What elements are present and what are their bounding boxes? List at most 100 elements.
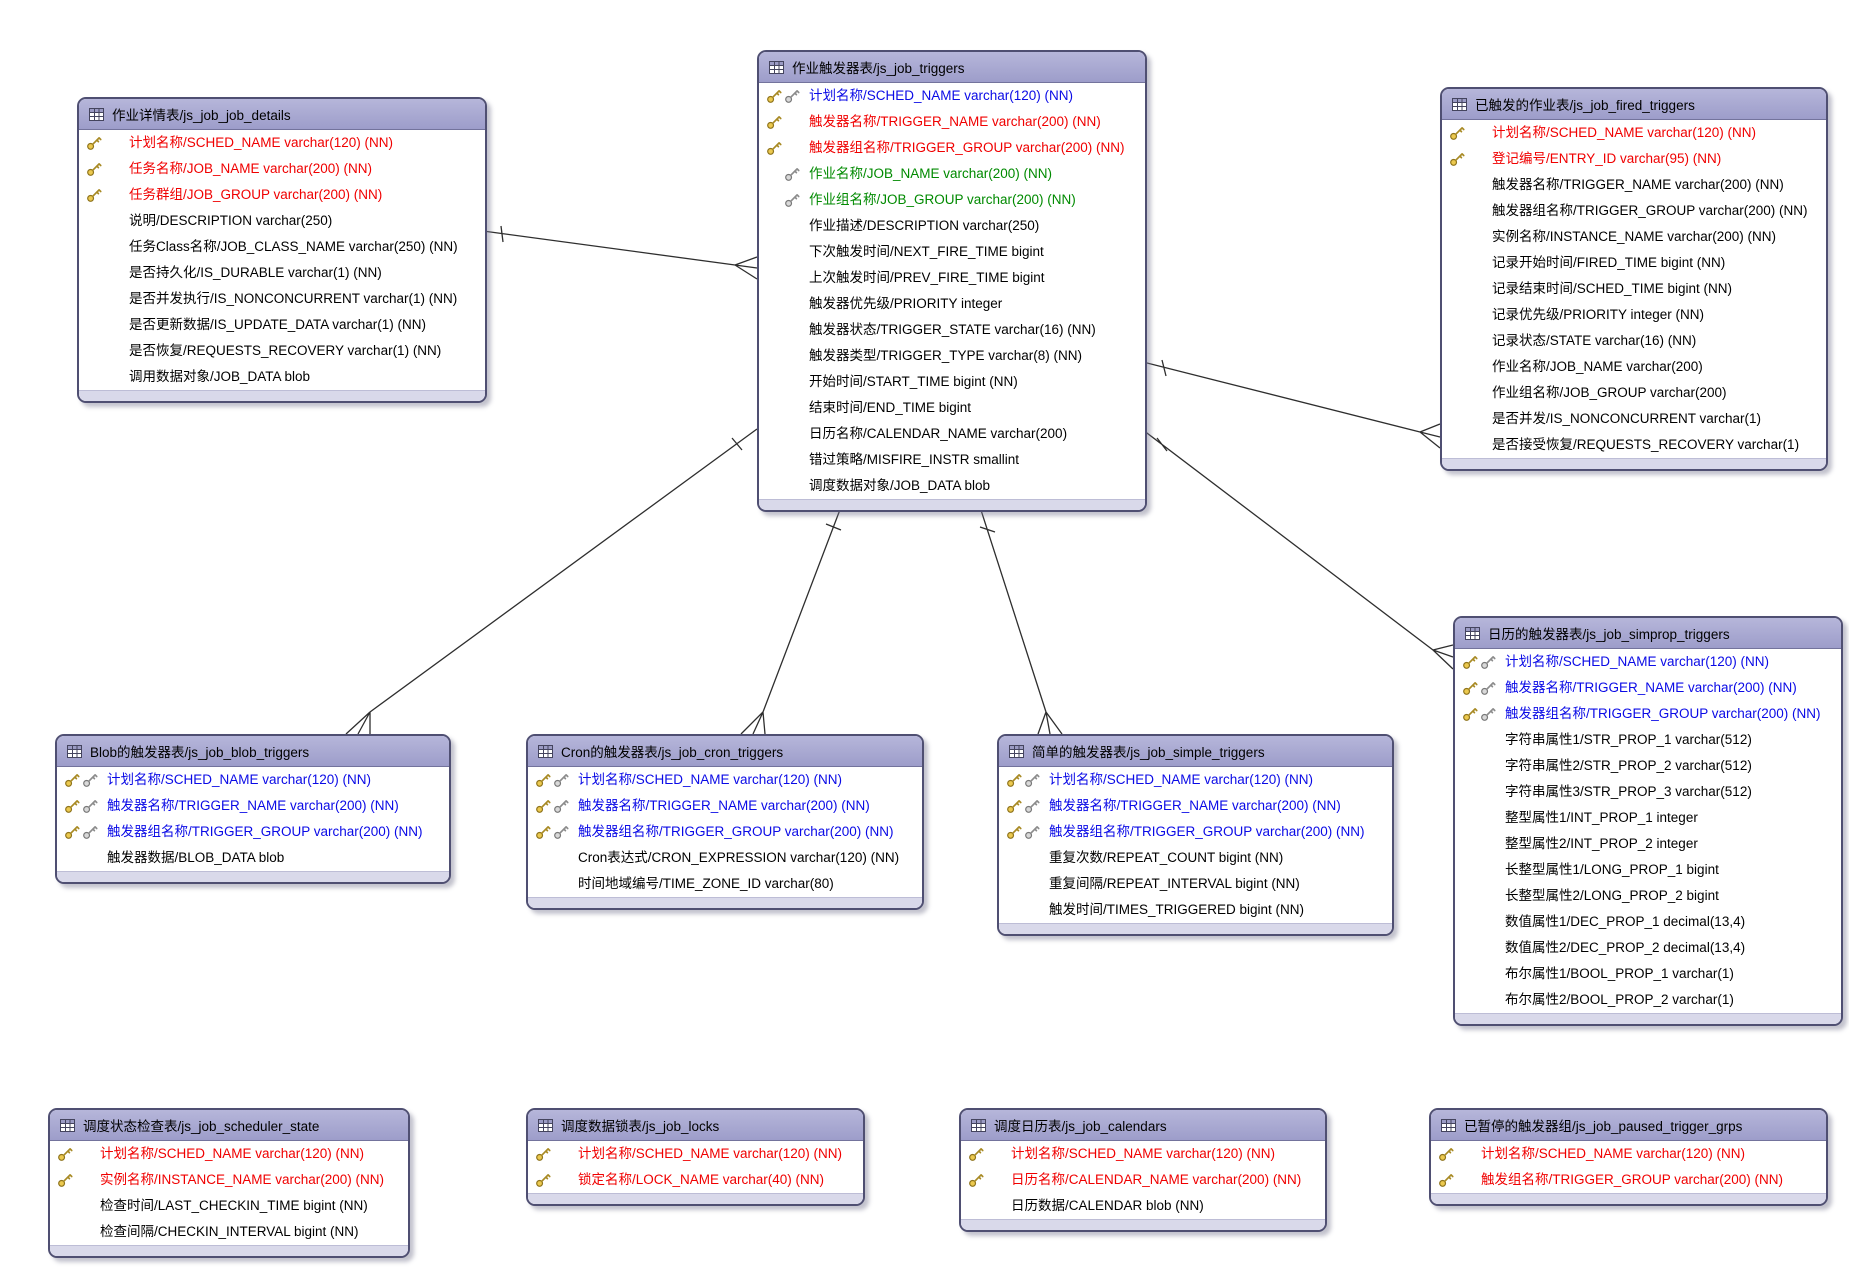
field-label: 是否更新数据/IS_UPDATE_DATA varchar(1) (NN) bbox=[129, 317, 427, 332]
entity-js-job-paused-trigger-grps[interactable]: 已暂停的触发器组/js_job_paused_trigger_grps 计划名称… bbox=[1429, 1108, 1828, 1206]
field-label: 作业名称/JOB_NAME varchar(200) bbox=[1492, 359, 1703, 374]
entity-header[interactable]: Cron的触发器表/js_job_cron_triggers bbox=[528, 736, 922, 767]
entity-js-job-blob-triggers[interactable]: Blob的触发器表/js_job_blob_triggers 计划名称/SCHE… bbox=[55, 734, 451, 884]
silver-key-icon bbox=[785, 168, 800, 181]
field-row: 日历名称/CALENDAR_NAME varchar(200) (NN) bbox=[961, 1167, 1325, 1193]
entity-title: 已暂停的触发器组/js_job_paused_trigger_grps bbox=[1464, 1119, 1743, 1134]
entity-js-job-fired-triggers[interactable]: 已触发的作业表/js_job_fired_triggers 计划名称/SCHED… bbox=[1440, 87, 1828, 471]
field-label: 计划名称/SCHED_NAME varchar(120) (NN) bbox=[1481, 1146, 1746, 1161]
field-row: 作业组名称/JOB_GROUP varchar(200) bbox=[1442, 380, 1826, 406]
gold-key-icon bbox=[536, 1148, 551, 1161]
field-list: 计划名称/SCHED_NAME varchar(120) (NN)触发器名称/T… bbox=[999, 767, 1392, 923]
field-label: 作业组名称/JOB_GROUP varchar(200) bbox=[1492, 385, 1727, 400]
field-row: 布尔属性1/BOOL_PROP_1 varchar(1) bbox=[1455, 961, 1841, 987]
field-label: 时间地域编号/TIME_ZONE_ID varchar(80) bbox=[578, 876, 834, 891]
entity-title: Blob的触发器表/js_job_blob_triggers bbox=[90, 745, 310, 760]
field-row: 计划名称/SCHED_NAME varchar(120) (NN) bbox=[57, 767, 449, 793]
field-row: 触发器名称/TRIGGER_NAME varchar(200) (NN) bbox=[57, 793, 449, 819]
gold-key-icon bbox=[1007, 774, 1022, 787]
entity-header[interactable]: 简单的触发器表/js_job_simple_triggers bbox=[999, 736, 1392, 767]
field-row: 错过策略/MISFIRE_INSTR smallint bbox=[759, 447, 1145, 473]
field-label: 是否并发执行/IS_NONCONCURRENT varchar(1) (NN) bbox=[129, 291, 458, 306]
field-label: 任务群组/JOB_GROUP varchar(200) (NN) bbox=[129, 187, 383, 202]
field-row: 计划名称/SCHED_NAME varchar(120) (NN) bbox=[1442, 120, 1826, 146]
entity-header[interactable]: 调度数据锁表/js_job_locks bbox=[528, 1110, 863, 1141]
entity-js-job-locks[interactable]: 调度数据锁表/js_job_locks 计划名称/SCHED_NAME varc… bbox=[526, 1108, 865, 1206]
field-label: 任务Class名称/JOB_CLASS_NAME varchar(250) (N… bbox=[129, 239, 458, 254]
gold-key-icon bbox=[65, 800, 80, 813]
field-row: 计划名称/SCHED_NAME varchar(120) (NN) bbox=[50, 1141, 408, 1167]
field-label: Cron表达式/CRON_EXPRESSION varchar(120) (NN… bbox=[578, 850, 900, 865]
field-row: 作业名称/JOB_NAME varchar(200) bbox=[1442, 354, 1826, 380]
field-label: 作业组名称/JOB_GROUP varchar(200) (NN) bbox=[809, 192, 1076, 207]
field-row: 记录结束时间/SCHED_TIME bigint (NN) bbox=[1442, 276, 1826, 302]
field-label: 计划名称/SCHED_NAME varchar(120) (NN) bbox=[1049, 772, 1314, 787]
field-list: 计划名称/SCHED_NAME varchar(120) (NN)触发器名称/T… bbox=[759, 83, 1145, 499]
field-row: 任务Class名称/JOB_CLASS_NAME varchar(250) (N… bbox=[79, 234, 485, 260]
silver-key-icon bbox=[554, 800, 569, 813]
field-label: 计划名称/SCHED_NAME varchar(120) (NN) bbox=[578, 772, 843, 787]
field-label: 计划名称/SCHED_NAME varchar(120) (NN) bbox=[107, 772, 372, 787]
field-row: 布尔属性2/BOOL_PROP_2 varchar(1) bbox=[1455, 987, 1841, 1013]
gold-key-icon bbox=[1463, 708, 1478, 721]
field-row: 触发器名称/TRIGGER_NAME varchar(200) (NN) bbox=[1455, 675, 1841, 701]
entity-footer bbox=[999, 923, 1392, 934]
entity-js-job-triggers[interactable]: 作业触发器表/js_job_triggers 计划名称/SCHED_NAME v… bbox=[757, 50, 1147, 512]
field-row: 触发器数据/BLOB_DATA blob bbox=[57, 845, 449, 871]
entity-title: 调度状态检查表/js_job_scheduler_state bbox=[83, 1119, 320, 1134]
entity-js-job-job-details[interactable]: 作业详情表/js_job_job_details 计划名称/SCHED_NAME… bbox=[77, 97, 487, 403]
field-label: 计划名称/SCHED_NAME varchar(120) (NN) bbox=[129, 135, 394, 150]
field-label: 触发器组名称/TRIGGER_GROUP varchar(200) (NN) bbox=[578, 824, 894, 839]
entity-js-job-scheduler-state[interactable]: 调度状态检查表/js_job_scheduler_state 计划名称/SCHE… bbox=[48, 1108, 410, 1258]
field-label: 错过策略/MISFIRE_INSTR smallint bbox=[809, 452, 1020, 467]
field-label: 说明/DESCRIPTION varchar(250) bbox=[129, 213, 333, 228]
field-row: 重复间隔/REPEAT_INTERVAL bigint (NN) bbox=[999, 871, 1392, 897]
entity-js-job-simple-triggers[interactable]: 简单的触发器表/js_job_simple_triggers 计划名称/SCHE… bbox=[997, 734, 1394, 936]
entity-header[interactable]: 已暂停的触发器组/js_job_paused_trigger_grps bbox=[1431, 1110, 1826, 1141]
field-row: 触发器状态/TRIGGER_STATE varchar(16) (NN) bbox=[759, 317, 1145, 343]
field-label: 字符串属性2/STR_PROP_2 varchar(512) bbox=[1505, 758, 1752, 773]
field-row: 结束时间/END_TIME bigint bbox=[759, 395, 1145, 421]
relationship-triggers-to-cron-triggers bbox=[740, 506, 842, 735]
entity-header[interactable]: 调度状态检查表/js_job_scheduler_state bbox=[50, 1110, 408, 1141]
entity-header[interactable]: 已触发的作业表/js_job_fired_triggers bbox=[1442, 89, 1826, 120]
field-label: 检查间隔/CHECKIN_INTERVAL bigint (NN) bbox=[100, 1224, 359, 1239]
entity-header[interactable]: 调度日历表/js_job_calendars bbox=[961, 1110, 1325, 1141]
gold-key-icon bbox=[767, 116, 782, 129]
field-label: 字符串属性1/STR_PROP_1 varchar(512) bbox=[1505, 732, 1752, 747]
field-row: 锁定名称/LOCK_NAME varchar(40) (NN) bbox=[528, 1167, 863, 1193]
entity-js-job-cron-triggers[interactable]: Cron的触发器表/js_job_cron_triggers 计划名称/SCHE… bbox=[526, 734, 924, 910]
field-label: 作业名称/JOB_NAME varchar(200) (NN) bbox=[809, 166, 1053, 181]
field-row: 字符串属性2/STR_PROP_2 varchar(512) bbox=[1455, 753, 1841, 779]
field-label: 触发器组名称/TRIGGER_GROUP varchar(200) (NN) bbox=[1505, 706, 1821, 721]
field-label: 上次触发时间/PREV_FIRE_TIME bigint bbox=[809, 270, 1045, 285]
field-row: 是否并发/IS_NONCONCURRENT varchar(1) bbox=[1442, 406, 1826, 432]
entity-js-job-simprop-triggers[interactable]: 日历的触发器表/js_job_simprop_triggers 计划名称/SCH… bbox=[1453, 616, 1843, 1026]
field-label: 登记编号/ENTRY_ID varchar(95) (NN) bbox=[1492, 151, 1722, 166]
field-label: 是否持久化/IS_DURABLE varchar(1) (NN) bbox=[129, 265, 382, 280]
field-label: 开始时间/START_TIME bigint (NN) bbox=[809, 374, 1018, 389]
relationship-triggers-to-blob-triggers bbox=[345, 428, 758, 735]
table-icon bbox=[1465, 626, 1480, 640]
entity-header[interactable]: 日历的触发器表/js_job_simprop_triggers bbox=[1455, 618, 1841, 649]
silver-key-icon bbox=[785, 90, 800, 103]
gold-key-icon bbox=[536, 1174, 551, 1187]
field-label: 触发器状态/TRIGGER_STATE varchar(16) (NN) bbox=[809, 322, 1096, 337]
entity-js-job-calendars[interactable]: 调度日历表/js_job_calendars 计划名称/SCHED_NAME v… bbox=[959, 1108, 1327, 1232]
entity-header[interactable]: Blob的触发器表/js_job_blob_triggers bbox=[57, 736, 449, 767]
entity-header[interactable]: 作业触发器表/js_job_triggers bbox=[759, 52, 1145, 83]
field-label: 触发器优先级/PRIORITY integer bbox=[809, 296, 1003, 311]
field-list: 计划名称/SCHED_NAME varchar(120) (NN)触发器名称/T… bbox=[1455, 649, 1841, 1013]
field-row: 任务群组/JOB_GROUP varchar(200) (NN) bbox=[79, 182, 485, 208]
field-label: 计划名称/SCHED_NAME varchar(120) (NN) bbox=[100, 1146, 365, 1161]
field-list: 计划名称/SCHED_NAME varchar(120) (NN)触发器名称/T… bbox=[528, 767, 922, 897]
field-row: 检查时间/LAST_CHECKIN_TIME bigint (NN) bbox=[50, 1193, 408, 1219]
entity-header[interactable]: 作业详情表/js_job_job_details bbox=[79, 99, 485, 130]
field-label: 实例名称/INSTANCE_NAME varchar(200) (NN) bbox=[1492, 229, 1777, 244]
field-row: 计划名称/SCHED_NAME varchar(120) (NN) bbox=[528, 1141, 863, 1167]
field-label: 日历名称/CALENDAR_NAME varchar(200) (NN) bbox=[1011, 1172, 1302, 1187]
table-icon bbox=[89, 107, 104, 121]
silver-key-icon bbox=[1481, 708, 1496, 721]
field-row: 记录开始时间/FIRED_TIME bigint (NN) bbox=[1442, 250, 1826, 276]
